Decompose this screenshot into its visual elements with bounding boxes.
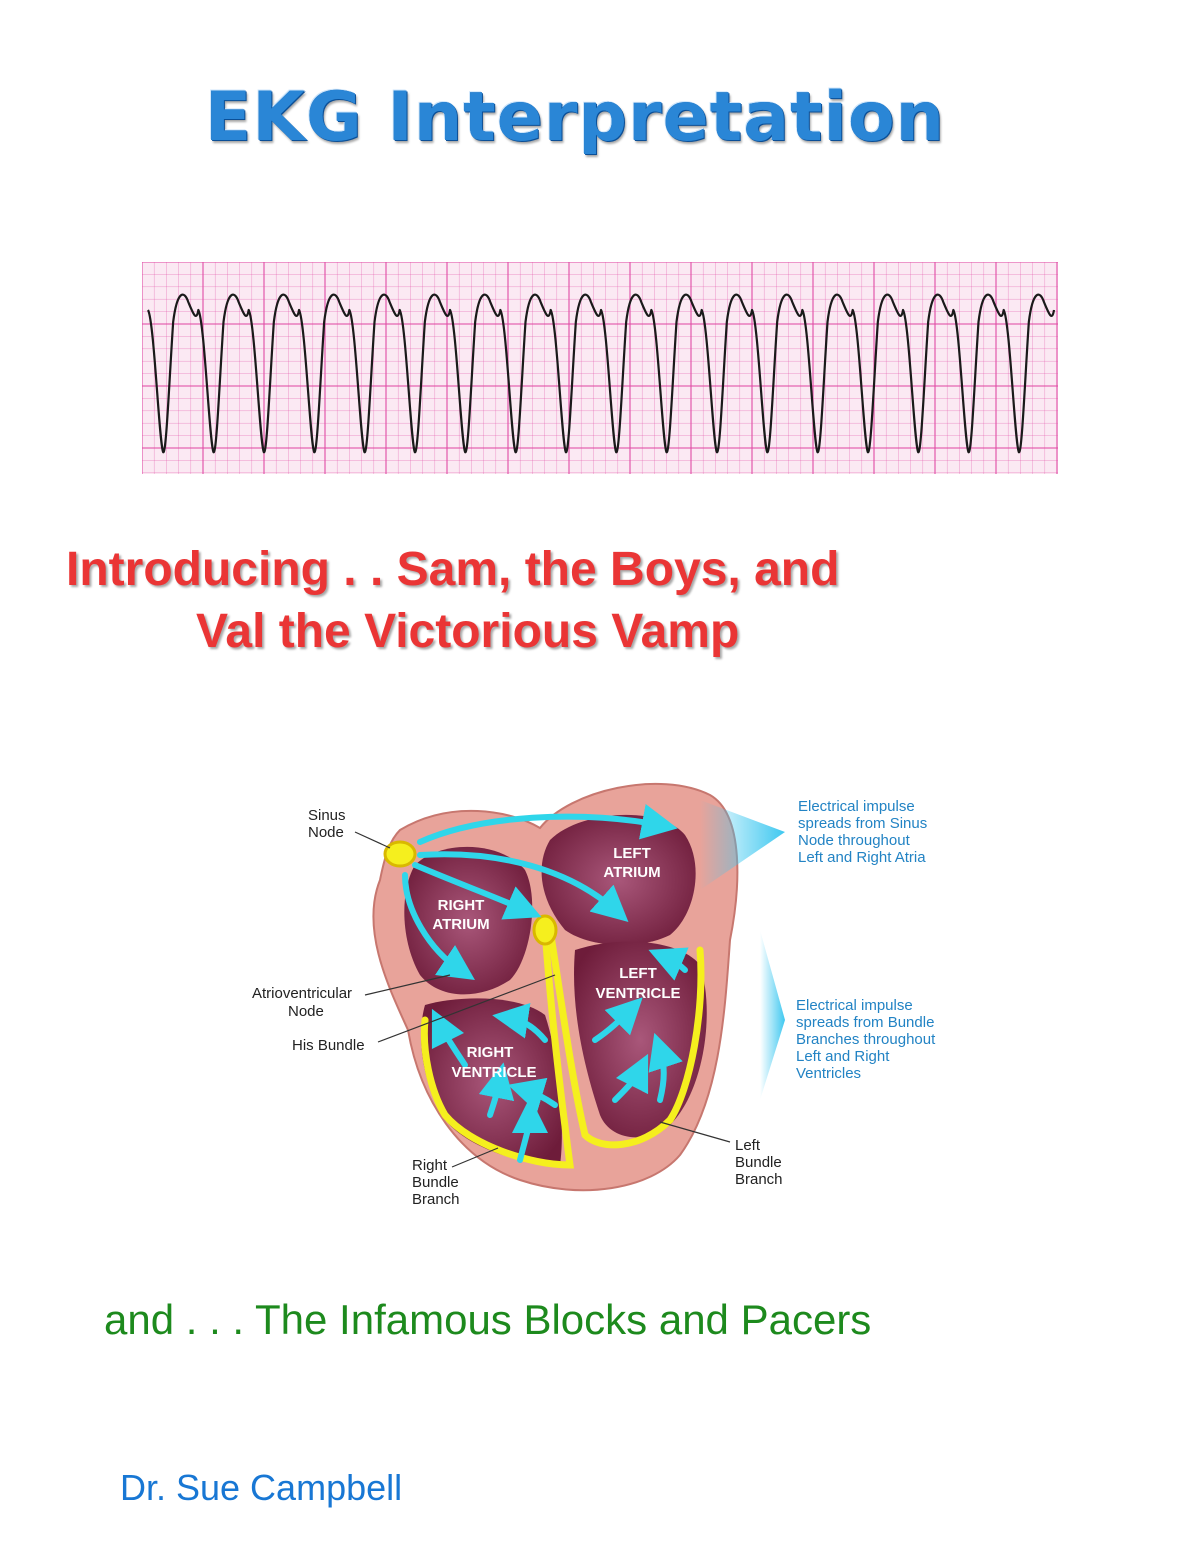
subtitle: and . . . The Infamous Blocks and Pacers [104,1296,872,1343]
page-title: EKG Interpretation [204,78,946,157]
left-bundle-branch [546,926,705,1149]
ventricles-callout-text: Ventricles [796,1065,861,1082]
ventricles-callout-text: Branches throughout [796,1031,936,1048]
impulse-arrow [492,1002,548,1043]
av-node-label: Atrioventricular [252,985,352,1002]
right-atrium-label: RIGHT [438,897,485,914]
his-bundle-label: His Bundle [292,1037,365,1054]
av-node [532,914,558,946]
right-bundle-label: Right [412,1157,448,1174]
impulse-arrow [507,1077,558,1113]
impulse-arrow [417,851,629,922]
impulse-arrow [417,803,678,845]
impulse-arrow [412,862,542,920]
left-bundle-label: Bundle [735,1154,782,1171]
left-atrium-label: LEFT [613,845,651,862]
atria-callout-text: Electrical impulse [798,798,915,815]
leader-line [451,1147,499,1168]
right-ventricle-label: VENTRICLE [451,1064,536,1081]
impulse-arrow [431,1008,468,1068]
leader-line [354,831,391,849]
left-bundle-label: Branch [735,1171,783,1188]
atria-callout-text: Left and Right Atria [798,849,926,866]
right-bundle-label: Bundle [412,1174,459,1191]
ventricles-callout-text: Left and Right [796,1048,890,1065]
right-bundle-branch [420,926,574,1169]
impulse-arrow [612,1053,649,1103]
av-node-label: Node [288,1003,324,1020]
sinus-node [383,840,417,868]
leader-line [659,1121,731,1143]
ventricles-callout-text: spreads from Bundle [796,1014,934,1031]
impulse-arrow [648,947,689,981]
ekg-paper [142,262,1058,474]
intro-line-1: Introducing . . Sam, the Boys, and [66,543,840,596]
intro-line-2: Val the Victorious Vamp [196,605,740,658]
heart-conduction-diagram: LEFT ATRIUM RIGHT ATRIUM LEFT VENTRICLE … [252,783,936,1208]
ekg-trace [146,293,1056,454]
impulse-arrow [511,1097,548,1163]
impulse-arrow [592,997,643,1043]
left-bundle-label: Left [735,1137,761,1154]
atria-callout-beam [700,800,785,890]
right-ventricle-label: RIGHT [467,1044,514,1061]
impulse-arrow [478,1062,515,1118]
author-name: Dr. Sue Campbell [120,1467,403,1508]
left-ventricle-label: VENTRICLE [595,985,680,1002]
leader-line [364,974,451,996]
sinus-node-label: Node [308,824,344,841]
impulse-arrow [402,872,475,980]
right-atrium-label: ATRIUM [432,916,489,933]
leader-line [377,974,556,1043]
sinus-node-label: Sinus [308,807,346,824]
left-ventricle-label: LEFT [619,965,657,982]
left-atrium-label: ATRIUM [603,864,660,881]
left-atrium-chamber [541,814,696,946]
ventricles-callout-beam [760,930,785,1100]
atria-callout-text: Node throughout [798,832,911,849]
ventricles-callout-text: Electrical impulse [796,997,913,1014]
left-ventricle-chamber [574,941,707,1138]
impulse-arrow [648,1032,683,1103]
atria-callout-text: spreads from Sinus [798,815,927,832]
right-bundle-label: Branch [412,1191,460,1208]
ekg-strip [142,262,1058,474]
